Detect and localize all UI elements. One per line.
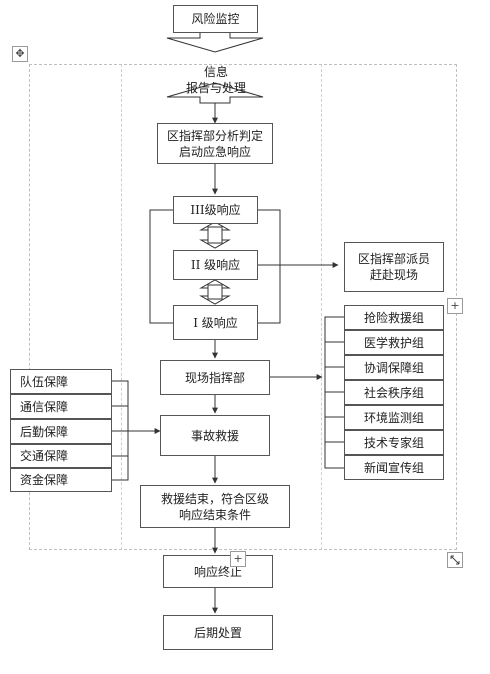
node-info-report: 信息 报告与处理 [185,65,246,95]
resize-arrows-icon [450,555,460,565]
support-group-team: 队伍保障 [10,369,112,394]
task-group-order: 社会秩序组 [344,380,444,405]
move-handle-icon[interactable]: ✥ [12,46,28,62]
task-group-environment: 环境监测组 [344,405,444,430]
support-group-funding: 资金保障 [10,468,112,492]
node-field-command: 现场指挥部 [160,360,270,395]
bracket-left [149,209,173,324]
node-response-end: 响应终止 [163,555,273,588]
bracket-right [258,209,281,324]
node-level1: I 级响应 [173,305,258,340]
node-rescue-end: 救援结束，符合区级 响应结束条件 [140,485,290,528]
task-group-coordination: 协调保障组 [344,355,444,380]
task-group-press: 新闻宣传组 [344,455,444,480]
task-group-medical: 医学救护组 [344,330,444,355]
node-level3: III级响应 [173,196,258,224]
node-level2: II 级响应 [173,250,258,280]
node-risk-monitor: 风险监控 [173,5,258,33]
support-group-logistics: 后勤保障 [10,419,112,444]
column-guide-left [121,64,122,550]
node-aftermath: 后期处置 [163,615,273,650]
double-arrow-level3-level2 [199,221,231,249]
node-rescue: 事故救援 [160,415,270,456]
task-group-experts: 技术专家组 [344,430,444,455]
resize-handle-icon[interactable] [447,552,463,568]
task-group-rescue: 抢险救援组 [344,305,444,330]
double-arrow-level2-level1 [199,279,231,305]
support-group-transport: 交通保障 [10,444,112,468]
node-analysis: 区指挥部分析判定 启动应急响应 [157,123,273,164]
support-group-communication: 通信保障 [10,394,112,419]
node-dispatch: 区指挥部派员 赶赴现场 [344,242,444,292]
add-row-right-icon[interactable]: + [447,298,463,314]
column-guide-right [321,64,322,550]
double-arrow-monitor-report [166,31,264,53]
add-row-bottom-icon[interactable]: + [230,551,246,567]
